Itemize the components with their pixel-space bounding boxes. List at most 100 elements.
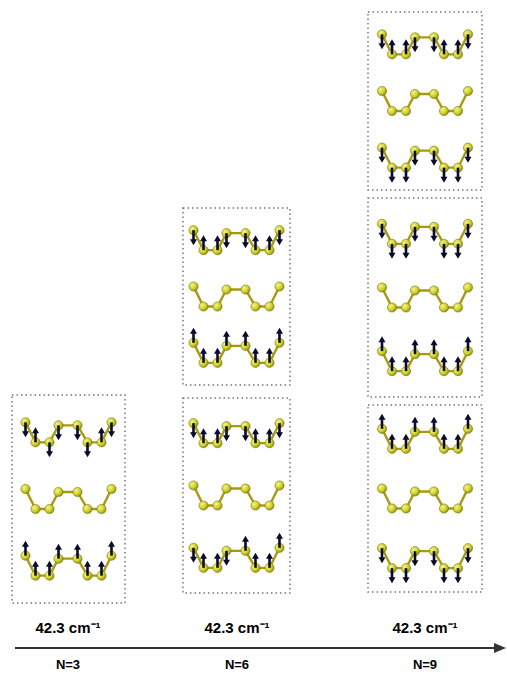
displacement-arrow: [467, 224, 470, 234]
displacement-arrow: [225, 233, 228, 243]
displacement-arrow: [414, 344, 417, 354]
displacement-arrow: [457, 44, 460, 54]
atom: [387, 106, 396, 115]
displacement-arrow: [443, 44, 446, 54]
displacement-arrowhead: [200, 235, 207, 241]
displacement-arrow: [57, 425, 60, 435]
atom: [387, 303, 396, 312]
cell-box: [183, 398, 290, 593]
frequency-label: 42.3 cm⁻¹: [392, 617, 457, 637]
displacement-arrowhead: [379, 157, 386, 163]
displacement-arrowhead: [98, 561, 105, 567]
displacement-arrow: [192, 548, 195, 558]
displacement-arrow: [405, 44, 408, 54]
displacement-arrowhead: [441, 577, 448, 583]
displacement-arrow: [443, 361, 446, 371]
displacement-arrow: [110, 422, 113, 432]
displacement-arrowhead: [455, 177, 462, 183]
displacement-arrowhead: [455, 253, 462, 259]
atom: [45, 504, 54, 513]
cell-box: [368, 198, 482, 397]
atom: [251, 302, 260, 311]
displacement-arrow: [443, 168, 446, 178]
displacement-arrow: [216, 240, 219, 250]
atom: [463, 484, 472, 493]
displacement-arrowhead: [190, 239, 197, 245]
displacement-arrow: [192, 333, 195, 343]
displacement-arrowhead: [412, 46, 419, 52]
displacement-arrowhead: [252, 428, 259, 434]
displacement-arrow: [405, 244, 408, 254]
displacement-arrowhead: [431, 236, 438, 242]
atom: [97, 504, 106, 513]
displacement-arrowhead: [403, 253, 410, 259]
displacement-arrow: [405, 568, 408, 578]
displacement-arrowhead: [46, 561, 53, 567]
displacement-arrowhead: [379, 233, 386, 239]
atom: [107, 484, 116, 493]
displacement-arrow: [100, 432, 103, 442]
displacement-arrowhead: [412, 236, 419, 242]
displacement-arrowhead: [412, 160, 419, 166]
displacement-arrow: [225, 336, 228, 346]
displacement-arrow: [381, 548, 384, 558]
atom: [387, 504, 396, 513]
displacement-arrowhead: [223, 560, 230, 566]
displacement-arrow: [34, 566, 37, 576]
displacement-arrowhead: [389, 356, 396, 362]
displacement-arrow: [268, 558, 271, 568]
displacement-arrow: [254, 558, 257, 568]
displacement-arrowhead: [379, 336, 386, 342]
atom: [429, 89, 438, 98]
displacement-arrowhead: [223, 242, 230, 248]
displacement-arrowhead: [465, 336, 472, 342]
displacement-arrowhead: [403, 356, 410, 362]
displacement-arrowhead: [431, 560, 438, 566]
atom: [429, 286, 438, 295]
displacement-arrow: [381, 224, 384, 234]
displacement-arrow: [24, 546, 27, 556]
atom: [241, 285, 250, 294]
displacement-arrow: [381, 34, 384, 44]
displacement-arrow: [433, 344, 436, 354]
displacement-arrow: [278, 230, 281, 240]
atom: [189, 481, 198, 490]
displacement-arrowhead: [84, 561, 91, 567]
displacement-arrow: [48, 566, 51, 576]
displacement-arrow: [457, 361, 460, 371]
atom: [83, 504, 92, 513]
displacement-arrow: [192, 423, 195, 433]
displacement-arrow: [57, 549, 60, 559]
displacement-arrowhead: [46, 451, 53, 457]
displacement-arrowhead: [266, 235, 273, 241]
displacement-arrowhead: [389, 253, 396, 259]
atom: [275, 282, 284, 291]
displacement-arrow: [192, 230, 195, 240]
displacement-arrow: [100, 566, 103, 576]
displacement-arrowhead: [455, 577, 462, 583]
displacement-arrow: [391, 361, 394, 371]
atom: [410, 286, 419, 295]
atom: [410, 487, 419, 496]
displacement-arrowhead: [431, 160, 438, 166]
displacement-arrowhead: [403, 577, 410, 583]
displacement-arrow: [76, 425, 79, 435]
atom: [401, 106, 410, 115]
displacement-arrow: [202, 558, 205, 568]
displacement-arrow: [391, 44, 394, 54]
displacement-arrow: [433, 37, 436, 47]
displacement-arrow: [34, 432, 37, 442]
displacement-arrowhead: [242, 435, 249, 441]
displacement-arrow: [48, 442, 51, 452]
atom: [410, 89, 419, 98]
displacement-arrowhead: [32, 561, 39, 567]
displacement-arrow: [254, 240, 257, 250]
displacement-arrow: [467, 548, 470, 558]
displacement-arrow: [86, 442, 89, 452]
size-label: N=6: [225, 657, 249, 672]
displacement-arrow: [414, 422, 417, 432]
frequency-label: 42.3 cm⁻¹: [204, 617, 269, 637]
displacement-arrow: [244, 336, 247, 346]
displacement-arrow: [381, 419, 384, 429]
displacement-arrow: [278, 423, 281, 433]
